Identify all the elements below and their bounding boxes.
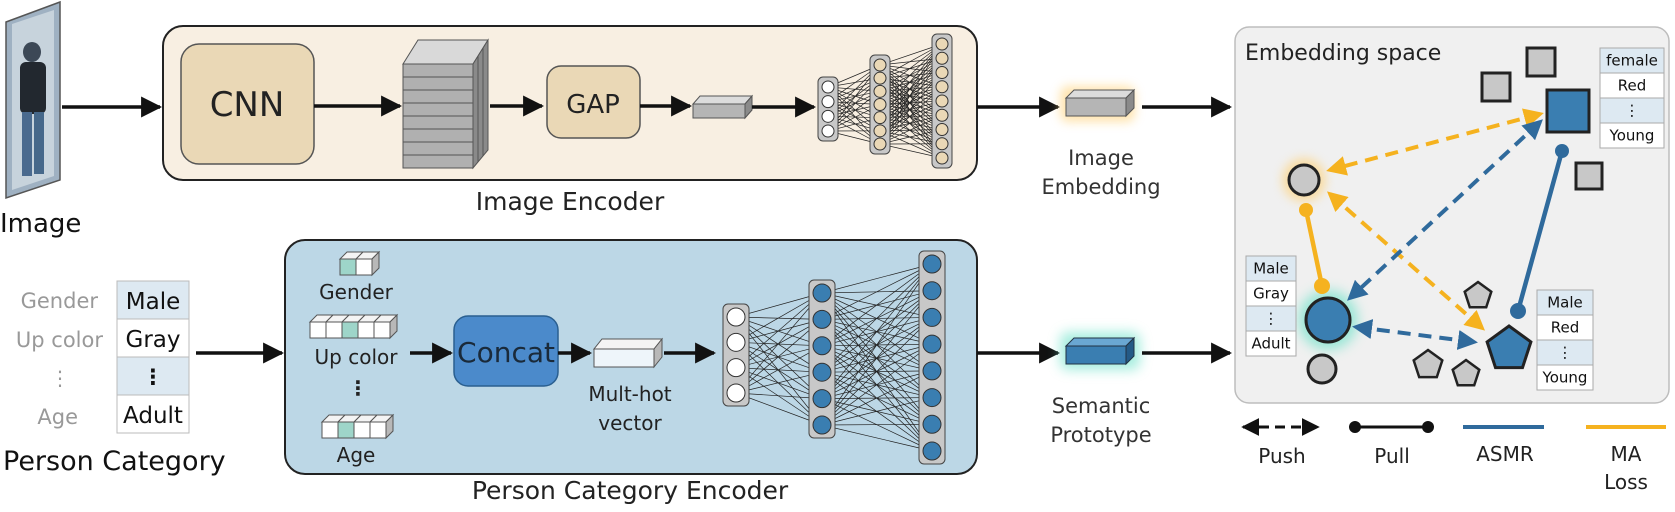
card-row-text: Red <box>1618 77 1647 95</box>
category-encoder-title: Person Category Encoder <box>472 476 789 505</box>
legend-push-label: Push <box>1258 444 1305 468</box>
circle-prototype <box>1304 296 1352 344</box>
category-value-dots: ⋮ <box>143 365 164 389</box>
multihot-vector <box>592 337 664 369</box>
image-embedding-label-1: Image <box>1068 146 1134 170</box>
category-value-age: Adult <box>123 403 183 429</box>
pentagon-prototype <box>1485 324 1533 370</box>
pooled-vector <box>691 94 754 120</box>
legend-pull-label: Pull <box>1374 444 1410 468</box>
gap-block <box>546 65 641 139</box>
upcolor-onehot <box>308 313 399 340</box>
pull-orange <box>1299 203 1330 294</box>
semantic-prototype-label-1: Semantic <box>1052 394 1151 418</box>
cnn-label: CNN <box>210 85 285 125</box>
pentagon-marker <box>1451 358 1481 387</box>
card-row-text: Male <box>1547 294 1583 312</box>
card-row-text: female <box>1606 52 1658 70</box>
encoder-gender-label: Gender <box>319 280 393 304</box>
category-key-upcolor: Up color <box>16 328 103 352</box>
legend-ma-label-1: MA <box>1611 442 1642 466</box>
card-row-text: Gray <box>1253 285 1289 303</box>
legend-asmr-label: ASMR <box>1476 442 1534 466</box>
category-key-gender: Gender <box>21 289 99 313</box>
square-marker <box>1480 71 1512 103</box>
square-marker <box>1525 46 1557 78</box>
card-row-text: ⋮ <box>1625 102 1640 120</box>
category-key-dots: ⋮ <box>50 366 70 390</box>
gender-onehot <box>338 250 381 277</box>
card-row-text: ⋮ <box>1558 344 1573 362</box>
circle-embedding <box>1287 163 1321 197</box>
image-embedding-label-2: Embedding <box>1041 175 1160 199</box>
circle-marker <box>1306 353 1338 385</box>
pentagon-marker <box>1412 348 1444 379</box>
image-encoder-title: Image Encoder <box>476 187 665 216</box>
category-mlp <box>722 250 946 465</box>
card-row-text: Male <box>1253 260 1289 278</box>
card-row-text: Red <box>1551 319 1580 337</box>
multihot-label-1: Mult-hot <box>588 382 671 406</box>
square-prototype <box>1545 88 1591 134</box>
encoder-upcolor-label: Up color <box>315 345 399 369</box>
person-category-table <box>116 280 190 434</box>
multihot-label-2: vector <box>598 411 662 435</box>
card-row-text: Young <box>1609 127 1655 145</box>
encoder-age-label: Age <box>337 443 376 467</box>
encoder-dots: ⋮ <box>348 376 368 400</box>
feature-map-cube <box>402 38 489 170</box>
card-row-text: Adult <box>1251 335 1290 353</box>
legend-ma-label-2: Loss <box>1604 470 1648 494</box>
category-value-gender: Male <box>126 289 180 315</box>
gap-label: GAP <box>566 90 620 120</box>
category-value-upcolor: Gray <box>126 327 181 353</box>
concat-label: Concat <box>457 336 555 369</box>
semantic-prototype-label-2: Prototype <box>1050 423 1151 447</box>
category-key-age: Age <box>37 405 78 429</box>
embedding-space-title: Embedding space <box>1245 41 1441 66</box>
card-row-text: ⋮ <box>1264 310 1279 328</box>
image-label: Image <box>0 209 81 239</box>
image-embedding-vector <box>1060 86 1136 122</box>
person-category-title: Person Category <box>3 446 226 477</box>
image-mlp <box>817 33 953 169</box>
age-onehot <box>320 413 395 440</box>
cnn-block <box>180 43 315 165</box>
input-image <box>5 0 61 200</box>
semantic-prototype-vector <box>1060 332 1140 370</box>
square-marker <box>1574 161 1604 191</box>
legend-pull-symbol <box>1349 421 1434 433</box>
concat-block <box>453 315 559 387</box>
card-row-text: Young <box>1542 369 1588 387</box>
push-blue-diagonal <box>1347 119 1543 301</box>
